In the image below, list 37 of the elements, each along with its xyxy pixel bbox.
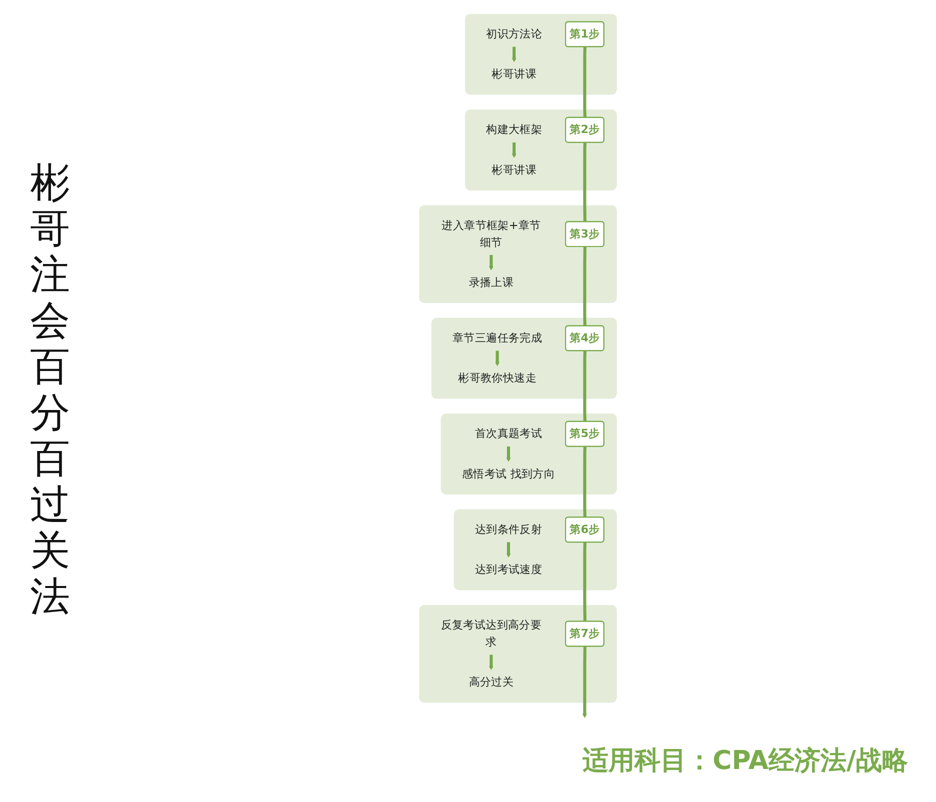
arrow <box>495 350 500 366</box>
cluster <box>419 605 617 703</box>
connector-line <box>583 142 586 222</box>
cluster <box>431 318 617 399</box>
node-text: 进入章节框架+章节细节 <box>442 219 541 249</box>
cluster <box>454 509 617 590</box>
arrow <box>506 542 511 558</box>
node-text: 达到考试速度 <box>474 563 542 576</box>
cluster <box>419 205 617 304</box>
node-text: 高分过关 <box>468 676 514 689</box>
node-text: 感悟考试 找到方向 <box>462 468 556 480</box>
cluster <box>464 110 617 190</box>
cluster <box>440 414 617 494</box>
connector-line <box>583 246 586 326</box>
connector-line <box>583 350 586 422</box>
node-text: 彬哥讲课 <box>492 68 537 81</box>
connector-line <box>583 446 586 518</box>
node-text: 章节三遍任务完成 <box>452 332 542 345</box>
arrow <box>512 46 516 62</box>
note-text: 适用科目：CPA经济法/战略 <box>582 745 908 778</box>
node-text: 首次真题考试 <box>474 428 542 440</box>
cluster <box>464 14 617 95</box>
node-text: 达到条件反射 <box>474 523 542 536</box>
arrow <box>506 446 511 462</box>
node-text: 彬哥讲课 <box>492 164 537 177</box>
node-text: 初识方法论 <box>486 28 542 41</box>
connector-line <box>583 542 586 622</box>
arrow <box>582 646 587 718</box>
node-text: 彬哥教你快速走 <box>458 372 537 385</box>
node-text: 构建大框架 <box>486 124 542 136</box>
node-text: 反复考试达到高分要求 <box>440 618 542 649</box>
connector-line <box>583 46 586 118</box>
arrow <box>512 142 516 158</box>
node-text: 录播上课 <box>468 276 514 290</box>
arrow <box>488 254 494 270</box>
arrow <box>488 654 494 670</box>
diagram-title: 彬哥注会百分百过关法 <box>30 160 71 620</box>
